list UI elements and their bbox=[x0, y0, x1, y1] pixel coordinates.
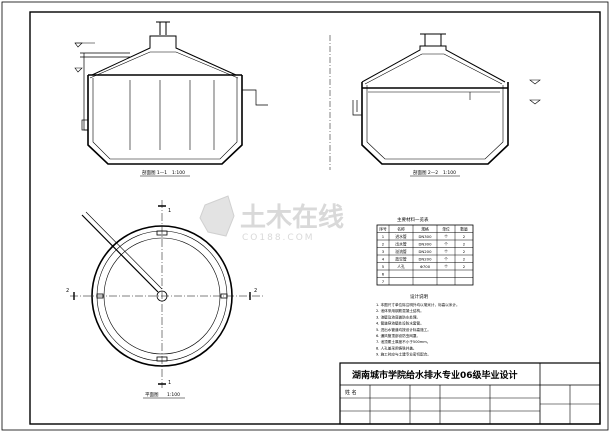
table-cell: 出水管 bbox=[395, 241, 407, 246]
table-cell: DN300 bbox=[418, 234, 432, 239]
table-cell: 5 bbox=[382, 264, 385, 269]
table-cell: 2 bbox=[382, 241, 385, 246]
plan-section-mark-left: 2 bbox=[66, 288, 69, 294]
table-cell: DN200 bbox=[418, 256, 432, 261]
inner-border bbox=[29, 11, 601, 425]
table-cell: 个 bbox=[444, 249, 448, 254]
table-header-cell: 名称 bbox=[397, 226, 405, 231]
name-label: 姓 名 bbox=[345, 389, 357, 396]
plan-title: 平面图 bbox=[145, 392, 159, 398]
notes-title: 设计说明 bbox=[410, 293, 428, 300]
note-line: 6. 通风管顶部设防虫网罩。 bbox=[376, 333, 420, 338]
table-cell: DN200 bbox=[418, 249, 432, 254]
note-line: 1. 本图尺寸单位除注明外均以毫米计，标高以米计。 bbox=[376, 302, 460, 307]
table-cell: 4 bbox=[382, 256, 385, 261]
section-1-1-scale: 1:100 bbox=[172, 170, 185, 176]
table-cell: 1 bbox=[382, 234, 385, 239]
table-cell: 6 bbox=[382, 271, 385, 276]
table-cell: 人孔 bbox=[397, 264, 405, 269]
table-cell: 个 bbox=[444, 264, 448, 269]
table-cell: 个 bbox=[444, 256, 448, 261]
watermark-en: CO188.COM bbox=[242, 233, 315, 243]
note-line: 8. 人孔盖采用铸铁井盖。 bbox=[376, 345, 417, 350]
project-title: 湖南城市学院给水排水专业06级毕业设计 bbox=[352, 369, 518, 381]
plan-view bbox=[70, 200, 265, 388]
table-cell: 进水管 bbox=[395, 234, 407, 239]
table-header-cell: 数量 bbox=[460, 226, 468, 231]
material-table-title: 主要材料一览表 bbox=[397, 216, 429, 223]
table-cell: 2 bbox=[463, 249, 466, 254]
table-cell: 3 bbox=[382, 249, 385, 254]
table-cell: Φ700 bbox=[420, 264, 431, 269]
table-cell: 2 bbox=[463, 241, 466, 246]
plan-scale: 1:100 bbox=[167, 392, 180, 398]
table-header-cell: 规格 bbox=[421, 226, 429, 231]
table-cell: 个 bbox=[444, 241, 448, 246]
table-cell: 2 bbox=[463, 264, 466, 269]
section-2-2-title: 剖面图 2—2 bbox=[413, 169, 438, 176]
table-cell: 个 bbox=[444, 234, 448, 239]
watermark-logo bbox=[199, 195, 235, 237]
plan-section-mark-bottom: 1 bbox=[168, 380, 171, 386]
section-1-1-view bbox=[74, 21, 268, 165]
note-line: 7. 池顶覆土厚度不小于500mm。 bbox=[376, 339, 430, 344]
plan-section-mark-top: 1 bbox=[168, 208, 171, 214]
note-line: 4. 管道穿池壁处设防水套管。 bbox=[376, 321, 424, 326]
table-cell: 溢流管 bbox=[395, 249, 407, 254]
table-cell: 2 bbox=[463, 234, 466, 239]
title-block bbox=[339, 362, 601, 425]
note-line: 5. 进出水管道均按设计标高施工。 bbox=[376, 327, 431, 332]
note-line: 9. 施工时应与土建专业密切配合。 bbox=[376, 352, 431, 357]
table-cell: 7 bbox=[382, 279, 385, 284]
material-table: 主要材料一览表 序号 名称 规格 单位 数量 1 进水管 DN300 个 2 2 出水管 DN300 个 2… bbox=[376, 216, 474, 286]
table-header-cell: 单位 bbox=[442, 226, 450, 231]
note-line: 2. 池体采用钢筋混凝土结构。 bbox=[376, 308, 424, 313]
note-line: 3. 池壁及池底做防水处理。 bbox=[376, 314, 420, 319]
section-2-2-scale: 1:100 bbox=[443, 170, 456, 176]
design-notes: 设计说明 1. 本图尺寸单位除注明外均以毫米计，标高以米计。2. 池体采用钢筋混… bbox=[376, 293, 460, 357]
table-header-cell: 序号 bbox=[379, 226, 387, 231]
watermark: 土木在线 CO188.COM bbox=[199, 195, 344, 243]
plan-section-mark-right: 2 bbox=[254, 288, 257, 294]
table-cell: 放空管 bbox=[395, 256, 407, 261]
table-cell: 2 bbox=[463, 256, 466, 261]
table-cell: DN300 bbox=[418, 241, 432, 246]
section-2-2-view bbox=[329, 33, 541, 170]
watermark-cn: 土木在线 bbox=[240, 203, 344, 233]
section-1-1-title: 剖面图 1—1 bbox=[142, 169, 167, 176]
